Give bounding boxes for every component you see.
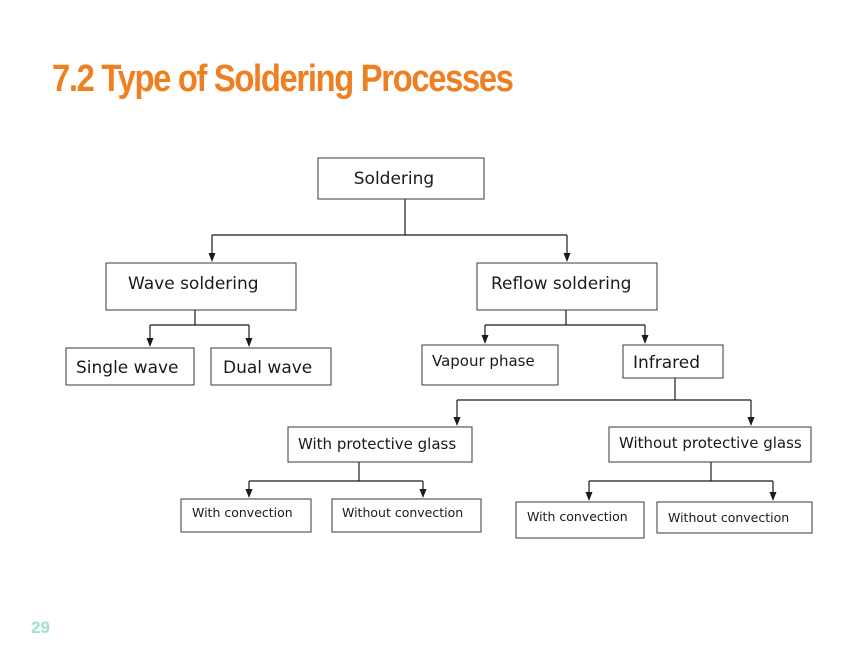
arrowheads xyxy=(146,253,777,501)
slide-title: 7.2 Type of Soldering Processes xyxy=(52,58,514,100)
arrowhead xyxy=(481,335,489,344)
node-with-glass-with-convection: With convection xyxy=(180,498,312,533)
arrowhead xyxy=(245,338,253,347)
node-label: Infrared xyxy=(633,353,700,373)
node-label: Without convection xyxy=(342,505,463,520)
node-wave-soldering: Wave soldering xyxy=(105,262,297,311)
connector-infrared xyxy=(456,378,752,418)
node-label: Without protective glass xyxy=(619,434,802,452)
connector-soldering xyxy=(211,199,568,254)
arrowhead xyxy=(641,335,649,344)
node-without-glass-without-convection: Without convection xyxy=(656,501,813,534)
node-label: Vapour phase xyxy=(432,352,535,370)
node-soldering: Soldering xyxy=(317,157,485,200)
node-label: Dual wave xyxy=(223,358,312,378)
node-label: With convection xyxy=(527,509,628,524)
node-with-glass-without-convection: Without convection xyxy=(331,498,482,533)
arrowhead xyxy=(747,417,755,426)
arrowhead xyxy=(453,417,461,426)
connector-lines xyxy=(149,199,774,493)
arrowhead xyxy=(245,489,253,498)
node-reflow-soldering: Reflow soldering xyxy=(476,262,658,311)
connector-without-glass xyxy=(588,462,774,493)
arrowhead xyxy=(769,492,777,501)
arrowhead xyxy=(563,253,571,262)
node-with-protective-glass: With protective glass xyxy=(287,426,473,463)
node-without-protective-glass: Without protective glass xyxy=(608,426,812,463)
node-label: Without convection xyxy=(668,510,789,525)
node-label: Reflow soldering xyxy=(491,274,631,294)
node-label: With protective glass xyxy=(298,435,456,453)
node-without-glass-with-convection: With convection xyxy=(515,501,645,539)
node-vapour-phase: Vapour phase xyxy=(421,344,559,386)
arrowhead xyxy=(585,492,593,501)
node-label: Wave soldering xyxy=(128,274,259,294)
arrowhead xyxy=(419,489,427,498)
node-label: With convection xyxy=(192,505,293,520)
node-label: Soldering xyxy=(354,169,434,189)
node-label: Single wave xyxy=(76,358,179,378)
arrowhead xyxy=(208,253,216,262)
node-infrared: Infrared xyxy=(622,344,724,379)
node-single-wave: Single wave xyxy=(65,347,195,386)
connector-wave xyxy=(149,310,250,339)
connector-reflow xyxy=(484,310,646,336)
connector-with-glass xyxy=(248,462,424,490)
page-number: 29 xyxy=(31,618,50,637)
arrowhead xyxy=(146,338,154,347)
node-dual-wave: Dual wave xyxy=(210,347,332,386)
